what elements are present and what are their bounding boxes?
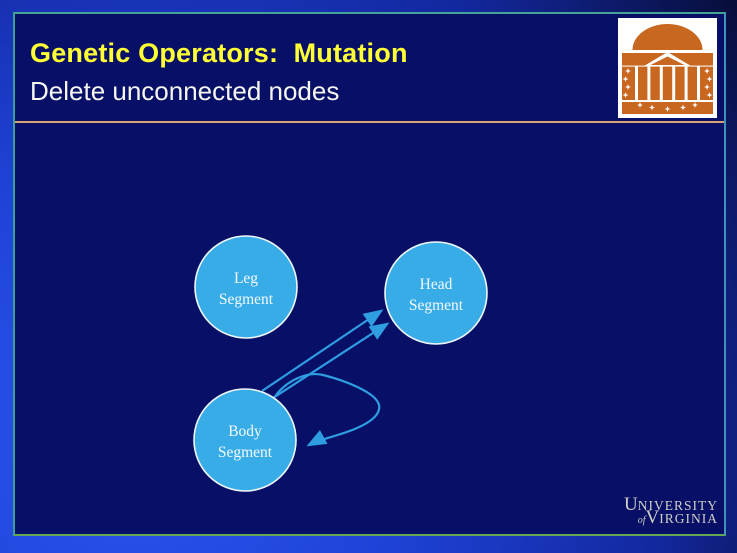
wordmark-u: U	[624, 494, 638, 515]
body-segment-label-line2: Segment	[218, 444, 273, 461]
body-segment-label-line1: Body	[228, 423, 262, 440]
leg-segment-node	[194, 235, 298, 339]
body-segment-node	[193, 388, 297, 492]
edge-body-to-head-arrow-2	[269, 322, 390, 401]
slide-subtitle: Delete unconnected nodes	[30, 76, 340, 106]
edge-body-self-loop-arrow	[273, 373, 381, 447]
uva-rotunda-logo	[618, 18, 717, 118]
rotunda-icon	[618, 18, 717, 118]
edge-body-to-head-arrow-1	[261, 309, 384, 392]
slide-title: Genetic Operators: Mutation	[30, 38, 408, 68]
diagram-canvas: Leg Segment Head Segment Body Segment	[193, 235, 488, 492]
head-segment-label-line1: Head	[420, 276, 453, 293]
slide-panel: Leg Segment Head Segment Body Segment Ge…	[13, 12, 726, 536]
uva-wordmark: UNIVERSITY ofVIRGINIA	[624, 495, 718, 527]
head-segment-node	[384, 241, 488, 345]
head-segment-label-line2: Segment	[409, 297, 464, 314]
wordmark-niversity: NIVERSITY	[637, 498, 718, 513]
wordmark-of: of	[637, 515, 646, 526]
wordmark-line2: ofVIRGINIA	[624, 508, 718, 527]
slide-header: Genetic Operators: Mutation Delete uncon…	[15, 14, 724, 123]
wordmark-irginia: IRGINIA	[659, 511, 718, 526]
leg-segment-label-line2: Segment	[219, 291, 274, 308]
leg-segment-label-line1: Leg	[234, 270, 258, 287]
wordmark-v: V	[645, 507, 660, 528]
wordmark-line1: UNIVERSITY	[624, 495, 718, 514]
